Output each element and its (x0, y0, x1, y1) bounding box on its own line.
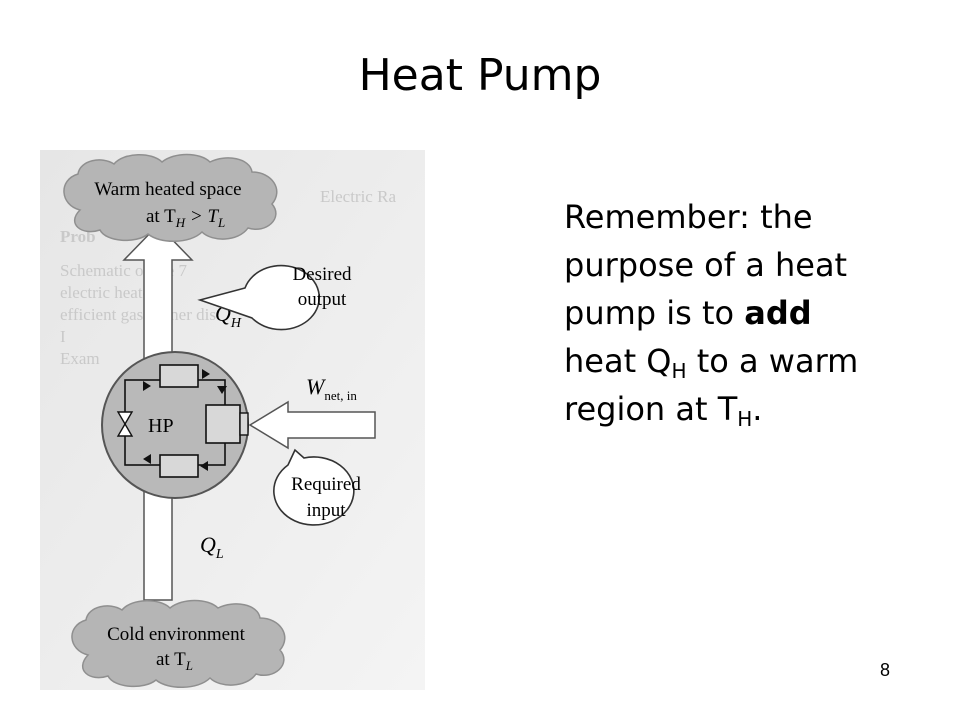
required-input-bubble: Required input (273, 448, 361, 526)
w-net-in-label: Wnet, in (306, 374, 357, 403)
warm-space-cloud: Warm heated space at TH > TL (63, 153, 278, 242)
remember-line-5: region at TH. (564, 390, 763, 431)
condenser (159, 364, 199, 388)
q-l-label: QL (200, 532, 224, 562)
emphasis-add: add (744, 294, 812, 332)
required-input-line1: Required (291, 474, 361, 495)
bg-text-6: I (60, 327, 66, 346)
cold-env-line2: at TL (156, 649, 193, 673)
cold-env-line1: Cold environment (107, 624, 245, 645)
warm-space-line1: Warm heated space (94, 179, 241, 200)
heat-pump-unit: HP (101, 351, 249, 499)
desired-output-line1: Desired (292, 264, 352, 285)
desired-output-line2: output (298, 289, 347, 310)
bg-text-1: Electric Ra (320, 187, 396, 206)
remember-line-1: Remember: the (564, 198, 813, 236)
remember-line-3: pump is to add (564, 294, 812, 332)
page-number: 8 (880, 660, 891, 680)
remember-line-2: purpose of a heat (564, 246, 848, 284)
heat-pump-figure: Electric Ra Prob Schematic of the 7 elec… (40, 150, 425, 690)
cold-environment-cloud: Cold environment at TL (71, 599, 286, 688)
remember-line-4: heat QH to a warm (564, 342, 859, 383)
hp-label: HP (148, 415, 174, 437)
heat-pump-diagram: Electric Ra Prob Schematic of the 7 elec… (40, 150, 425, 690)
evaporator (159, 454, 199, 478)
desired-output-bubble: Desired output (197, 264, 352, 331)
required-input-line2: input (306, 500, 346, 521)
bg-text-4: electric heater (60, 283, 156, 302)
compressor (205, 404, 241, 444)
bg-text-7: Exam (60, 349, 100, 368)
work-input-arrow (248, 400, 376, 450)
expansion-valve (116, 411, 134, 426)
slide-title: Heat Pump (358, 50, 602, 101)
bg-text-5: efficient gas burner dis (60, 305, 216, 324)
warm-space-line2: at TH > TL (146, 206, 225, 230)
remember-text: Remember: the purpose of a heat pump is … (564, 193, 934, 433)
